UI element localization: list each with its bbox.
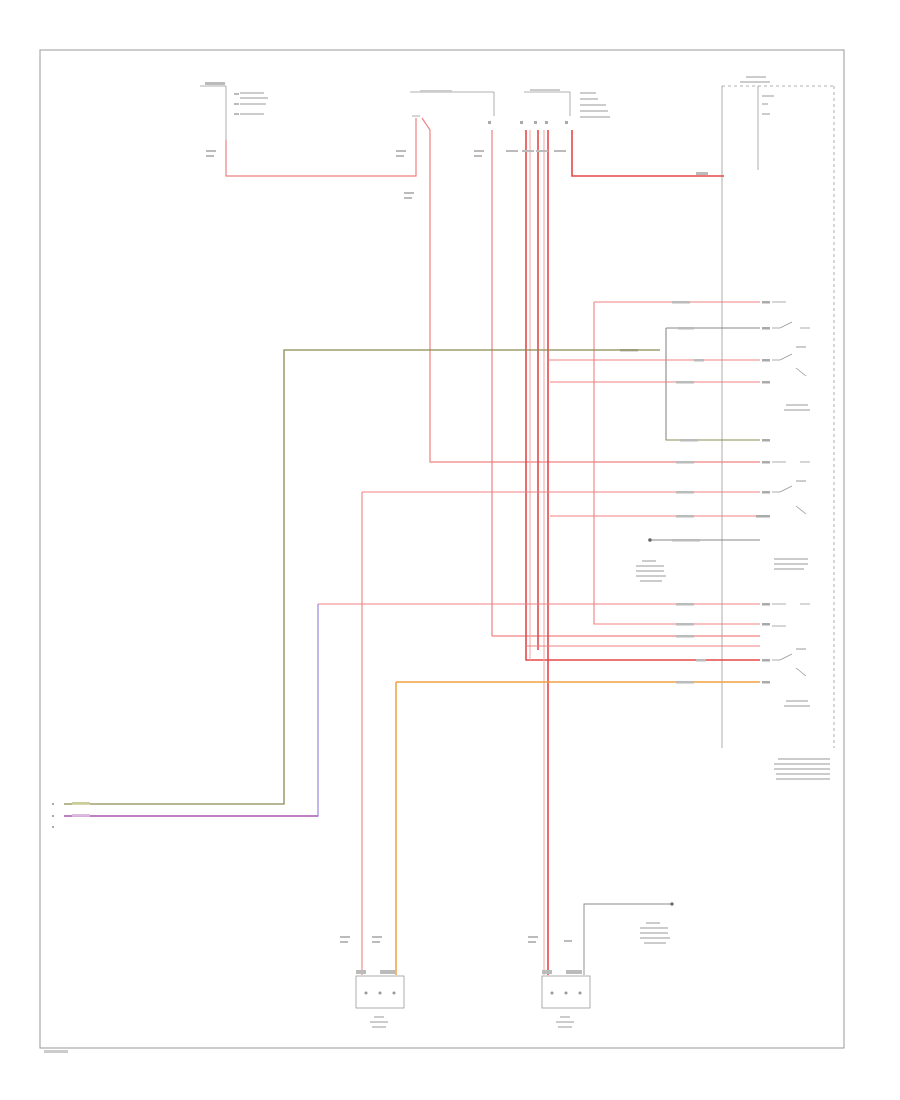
main-feed-wire-shadow — [529, 130, 545, 975]
ground-icon — [648, 538, 652, 542]
switch-symbols — [772, 301, 810, 677]
right-pin-marks — [756, 301, 770, 684]
right-wire-labels — [620, 301, 706, 684]
footer-code-mark — [44, 1050, 68, 1053]
top-red-wires — [225, 117, 760, 637]
diagram-frame — [39, 49, 845, 1049]
top-left-fuse-block — [200, 85, 227, 140]
right-component-labels — [774, 346, 830, 780]
left-wire-labels — [52, 802, 90, 828]
top-right-fuse-labels — [740, 76, 774, 115]
bottom-left-component — [340, 936, 405, 1028]
top-right-fuse-block — [721, 85, 835, 748]
connector-icon — [355, 975, 405, 1009]
center-annotation — [636, 560, 666, 582]
connector-icon — [541, 975, 591, 1009]
top-center-switch-block — [410, 91, 571, 117]
top-center-labels — [420, 89, 610, 118]
top-wire-tags — [206, 121, 708, 199]
bottom-right-component — [528, 902, 674, 1028]
left-side-wires — [64, 349, 660, 817]
main-feed-wires — [525, 130, 760, 975]
top-left-fuse-labels — [205, 82, 268, 115]
right-connector-wires — [318, 301, 760, 975]
